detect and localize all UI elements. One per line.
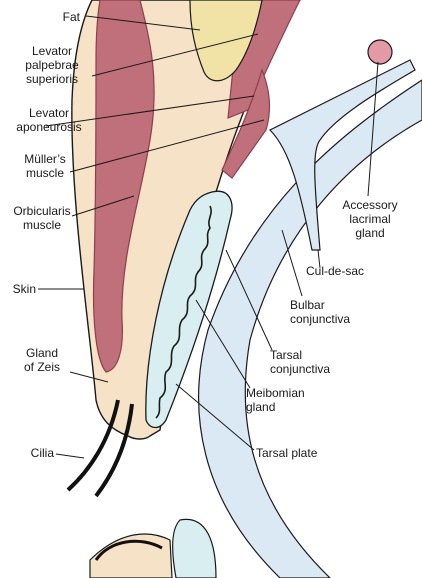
label-levator-aponeurosis-line1: Levator <box>28 106 70 120</box>
leader-orbicularis <box>71 195 135 217</box>
leader-gland-zeis <box>69 371 109 383</box>
label-bulbar-conjunctiva: Bulbar conjunctiva <box>290 298 380 326</box>
label-tarsal-conj-line1: Tarsal <box>270 348 303 362</box>
label-levator-aponeurosis-line2: aponeurosis <box>16 120 82 134</box>
label-gland-zeis-line1: Gland <box>25 346 59 360</box>
label-accessory-line3: gland <box>355 226 385 240</box>
label-accessory-line2: lacrimal <box>349 212 391 226</box>
label-orbicularis-line2: muscle <box>22 218 61 232</box>
label-levator-aponeurosis: Levator aponeurosis <box>6 106 92 134</box>
leader-meibomian <box>195 299 251 389</box>
cilia-lash-1 <box>66 399 120 492</box>
meibomian-gland <box>155 205 212 419</box>
lower-lid-cilia <box>94 539 163 561</box>
leader-bulbar <box>281 229 303 297</box>
lower-lid-tarsus <box>172 518 217 578</box>
label-orbicularis-line1: Orbicularis <box>13 204 71 218</box>
label-bulbar-line2: conjunctiva <box>290 312 351 326</box>
leader-levator-aponeurosis <box>45 95 255 127</box>
leader-cilia <box>55 453 85 459</box>
cul-de-sac <box>268 59 416 251</box>
leader-accessory <box>367 61 379 197</box>
label-levator-palpebrae-line2: palpebrae <box>25 58 79 72</box>
label-muller-line1: Müller’s <box>24 152 66 166</box>
cilia-lash-2 <box>94 403 134 498</box>
accessory-lacrimal-gland <box>367 39 393 65</box>
orbicularis-muscle <box>92 0 155 373</box>
label-orbicularis-muscle: Orbicularis muscle <box>4 204 80 232</box>
leader-fat <box>85 15 201 31</box>
label-levator-palpebrae: Levator palpebrae superioris <box>10 44 94 86</box>
label-meibomian-gland: Meibomian gland <box>246 386 326 414</box>
label-levator-palpebrae-line1: Levator <box>31 44 73 58</box>
label-tarsal-plate: Tarsal plate <box>256 446 318 460</box>
label-meibomian-line1: Meibomian <box>246 386 305 400</box>
label-tarsal-conjunctiva: Tarsal conjunctiva <box>270 348 360 376</box>
label-gland-zeis-line2: of Zeis <box>23 360 60 374</box>
label-tarsal-conj-line2: conjunctiva <box>270 362 331 376</box>
orbital-fat <box>189 0 263 82</box>
label-muller-muscle: Müller’s muscle <box>14 152 76 180</box>
label-levator-palpebrae-line3: superioris <box>25 72 79 86</box>
leader-muller <box>69 119 265 173</box>
leader-tarsal-conj <box>225 249 273 351</box>
tarsal-plate <box>145 190 233 429</box>
leader-levator-palpebrae <box>91 33 259 77</box>
label-meibomian-line2: gland <box>246 400 276 414</box>
label-fat: Fat <box>62 10 80 24</box>
leader-cul-de-sac <box>317 249 321 269</box>
label-accessory-lacrimal-gland: Accessory lacrimal gland <box>330 198 410 240</box>
label-gland-of-zeis: Gland of Zeis <box>14 346 70 374</box>
label-skin: Skin <box>12 282 36 296</box>
muller-muscle <box>221 68 271 179</box>
label-bulbar-line1: Bulbar <box>290 298 325 312</box>
leader-tarsal-plate <box>175 383 255 451</box>
label-accessory-line1: Accessory <box>342 198 398 212</box>
label-cilia: Cilia <box>30 446 54 460</box>
label-cul-de-sac: Cul-de-sac <box>306 264 365 278</box>
label-muller-line2: muscle <box>25 166 64 180</box>
